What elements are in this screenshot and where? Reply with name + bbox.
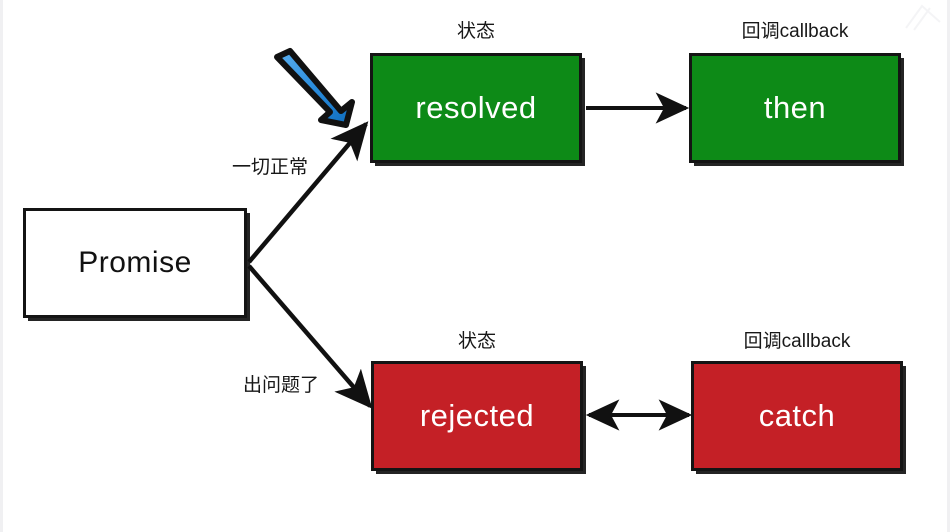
node-promise-label: Promise: [78, 246, 192, 279]
edge-label-success: 一切正常: [232, 157, 309, 178]
caption-callback-top: 回调callback: [741, 21, 849, 42]
left-edge-strip: [0, 0, 3, 532]
node-rejected[interactable]: rejected: [371, 361, 583, 471]
caption-state-top: 状态: [456, 21, 495, 42]
right-edge-strip: [947, 0, 950, 532]
caption-state-bottom: 状态: [457, 331, 496, 352]
corner-watermark: [905, 4, 941, 31]
edge-label-failure: 出问题了: [243, 375, 320, 396]
connector-promise-to-resolved: [247, 121, 369, 264]
caption-callback-bottom: 回调callback: [743, 331, 851, 352]
node-promise[interactable]: Promise: [23, 208, 247, 318]
node-catch-label: catch: [758, 398, 836, 433]
connector-promise-to-rejected: [247, 264, 373, 409]
node-then[interactable]: then: [689, 53, 901, 163]
node-then-label: then: [763, 90, 827, 125]
blue-pointer-arrow-icon: [274, 48, 355, 128]
node-resolved-label: resolved: [415, 90, 537, 125]
node-catch[interactable]: catch: [691, 361, 903, 471]
node-rejected-label: rejected: [419, 398, 535, 433]
node-resolved[interactable]: resolved: [370, 53, 582, 163]
